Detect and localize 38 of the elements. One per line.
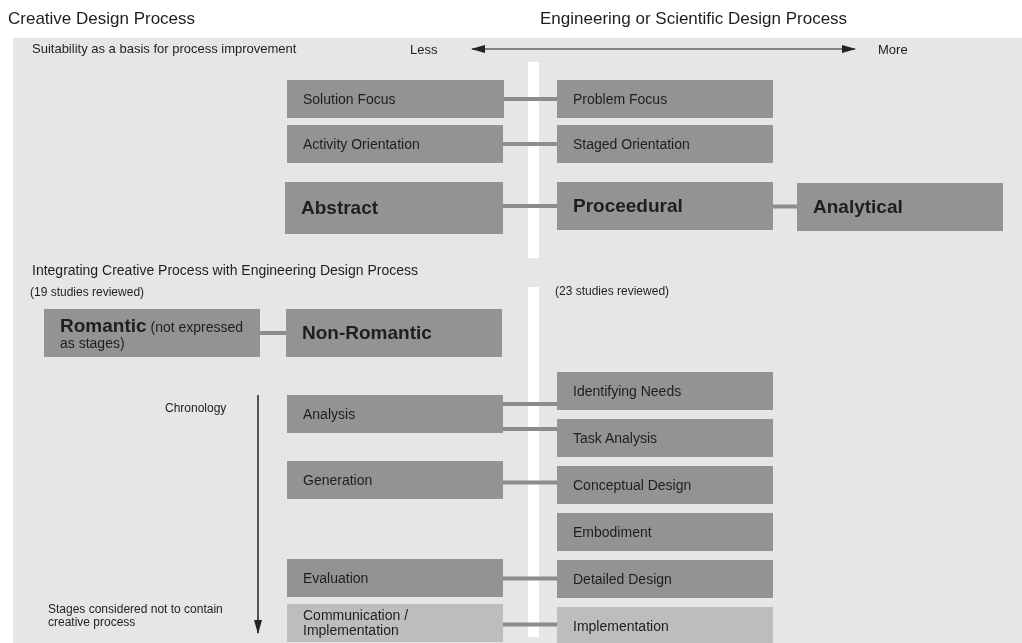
text-label: Engineering or Scientific Design Process xyxy=(540,10,848,28)
process-box: Identifying Needs xyxy=(557,372,773,410)
connector-line xyxy=(503,480,557,485)
process-box: Detailed Design xyxy=(557,560,773,598)
connector-line xyxy=(503,622,557,627)
text-label: More xyxy=(878,43,908,57)
connector-line xyxy=(503,576,557,581)
connector-line xyxy=(504,97,557,101)
text-label: Creative Design Process xyxy=(8,10,196,28)
process-box: Analytical xyxy=(797,183,1003,231)
process-box: Embodiment xyxy=(557,513,773,551)
process-box: Proceedural xyxy=(557,182,773,230)
process-box: Problem Focus xyxy=(557,80,773,118)
process-box: Conceptual Design xyxy=(557,466,773,504)
text-label: Integrating Creative Process with Engineering Design Process xyxy=(32,263,418,278)
process-box: Communication / Implementation xyxy=(287,604,503,642)
text-label: Less xyxy=(410,43,438,57)
connector-line xyxy=(503,427,557,431)
text-label: Suitability as a basis for process improvement xyxy=(32,42,297,56)
process-box: Analysis xyxy=(287,395,503,433)
connector-line xyxy=(773,204,797,209)
process-box: Non-Romantic xyxy=(286,309,502,357)
process-box: Task Analysis xyxy=(557,419,773,457)
process-box: Activity Orientation xyxy=(287,125,503,163)
text-label: Stages considered not to contain creative process xyxy=(48,603,224,629)
process-box: Staged Orientation xyxy=(557,125,773,163)
process-box: Generation xyxy=(287,461,503,499)
text-label: Chronology xyxy=(165,402,227,415)
text-label: (23 studies reviewed) xyxy=(555,285,670,298)
connector-line xyxy=(503,142,557,146)
process-box: Romantic (not expressed as stages) xyxy=(44,309,260,357)
process-box: Solution Focus xyxy=(287,80,504,118)
process-box: Implementation xyxy=(557,607,773,643)
process-box: Abstract xyxy=(285,182,503,234)
process-box: Evaluation xyxy=(287,559,503,597)
connector-line xyxy=(503,402,557,406)
connector-line xyxy=(260,331,286,335)
connector-line xyxy=(503,204,557,208)
